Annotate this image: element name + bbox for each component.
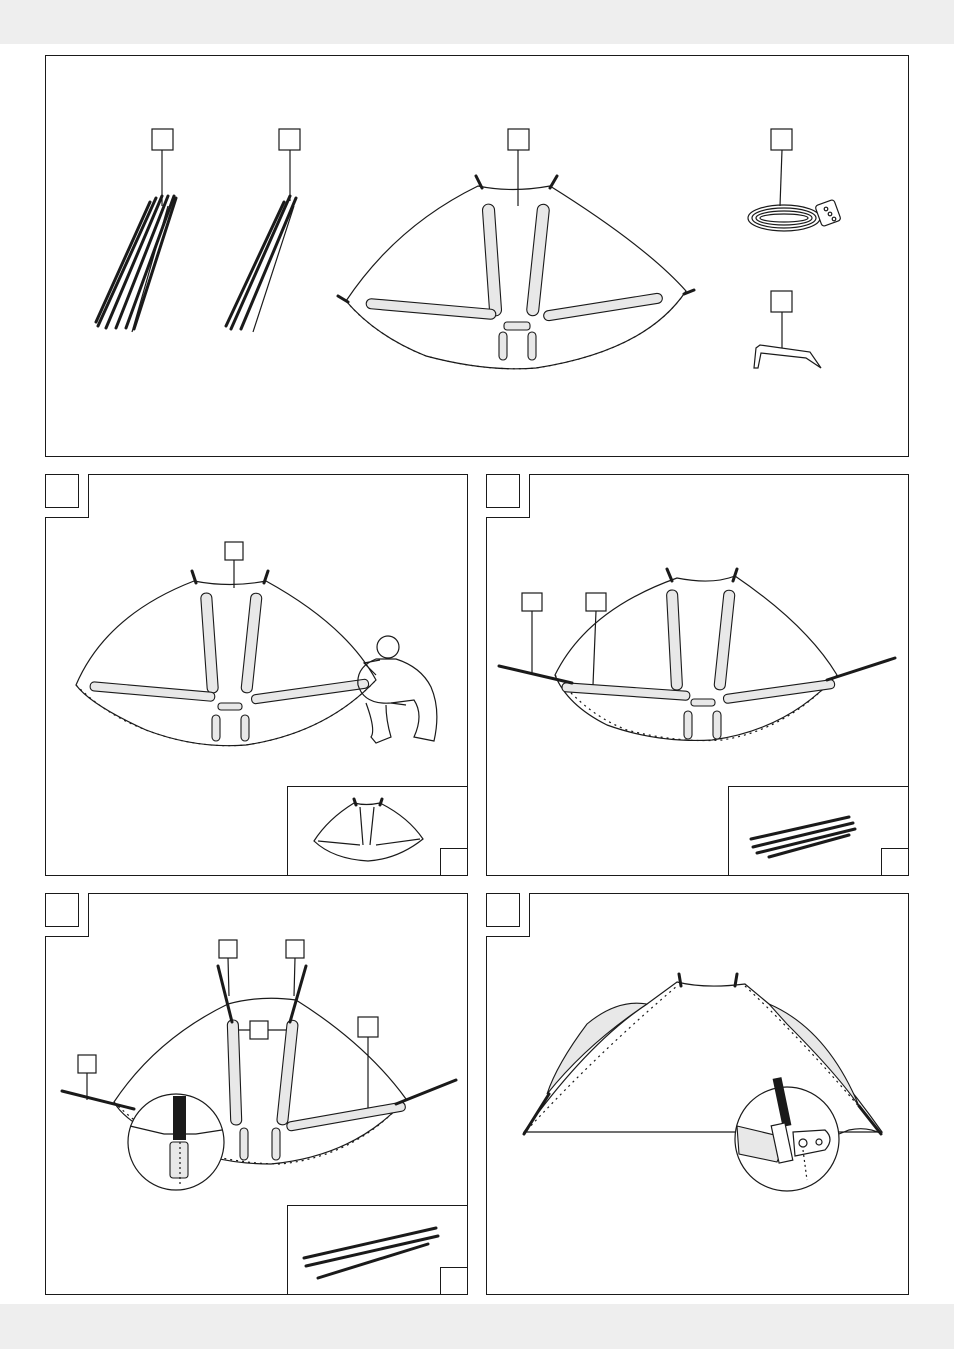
callout-box-tent-body (585, 592, 607, 612)
step-1-inset-corner-box (440, 848, 468, 876)
step-3-tab (45, 893, 89, 937)
step-1-number-box (45, 474, 79, 508)
tent-peg (753, 344, 822, 369)
guy-rope-coil (747, 199, 841, 232)
callout-box-tent-body (507, 128, 530, 151)
step-2-inset-corner-box (881, 848, 909, 876)
step-2-inset (728, 786, 909, 876)
tent-body-with-poles (497, 567, 897, 742)
detail-magnifier (127, 1093, 225, 1191)
step-4-drawing (522, 972, 884, 1192)
step-2-inset-drawing (749, 815, 857, 859)
step-3-drawing (60, 939, 458, 1191)
parts-overview-panel (45, 55, 909, 457)
step-3-inset-drawing (302, 1226, 440, 1280)
callout-box-long-pole-right (357, 1016, 379, 1038)
parts-overview-drawing (94, 128, 841, 370)
step-1-tab (45, 474, 89, 518)
step-1-inset (287, 786, 468, 876)
detail-magnifier (734, 1077, 883, 1192)
erected-shelter (522, 972, 884, 1136)
step-1-inset-drawing (313, 797, 424, 862)
tent-body-flat (75, 569, 377, 747)
step-3-inset-corner-box (440, 1267, 468, 1295)
long-poles-bundle (94, 194, 178, 333)
step-2-number-box (486, 474, 520, 508)
top-band (0, 0, 954, 44)
step-4-tab (486, 893, 530, 937)
tent-body-poles-inserted (60, 964, 458, 1165)
short-poles-bundle (224, 194, 298, 333)
callout-box-sleeves (249, 1020, 269, 1040)
callout-box-guy-rope (770, 128, 793, 151)
callout-box-short-poles (278, 128, 301, 151)
step-4-number-box (486, 893, 520, 927)
bottom-band (0, 1304, 954, 1349)
callout-box-peg (770, 290, 793, 313)
kneeling-person (357, 635, 438, 744)
callout-box-tent-body (224, 541, 244, 561)
step-2-drawing (497, 567, 897, 742)
step-4-panel (486, 893, 909, 1295)
step-3-number-box (45, 893, 79, 927)
step-1-panel (45, 474, 468, 876)
step-3-inset (287, 1205, 468, 1295)
callout-box-long-poles (151, 128, 174, 151)
step-2-tab (486, 474, 530, 518)
callout-box-poles (521, 592, 543, 612)
step-2-panel (486, 474, 909, 876)
callout-box-short-pole-right (285, 939, 305, 959)
callout-box-long-pole-left (77, 1054, 97, 1074)
callout-box-short-pole-left (218, 939, 238, 959)
step-1-drawing (75, 541, 438, 747)
step-3-panel (45, 893, 468, 1295)
tent-body-flat (336, 174, 696, 370)
